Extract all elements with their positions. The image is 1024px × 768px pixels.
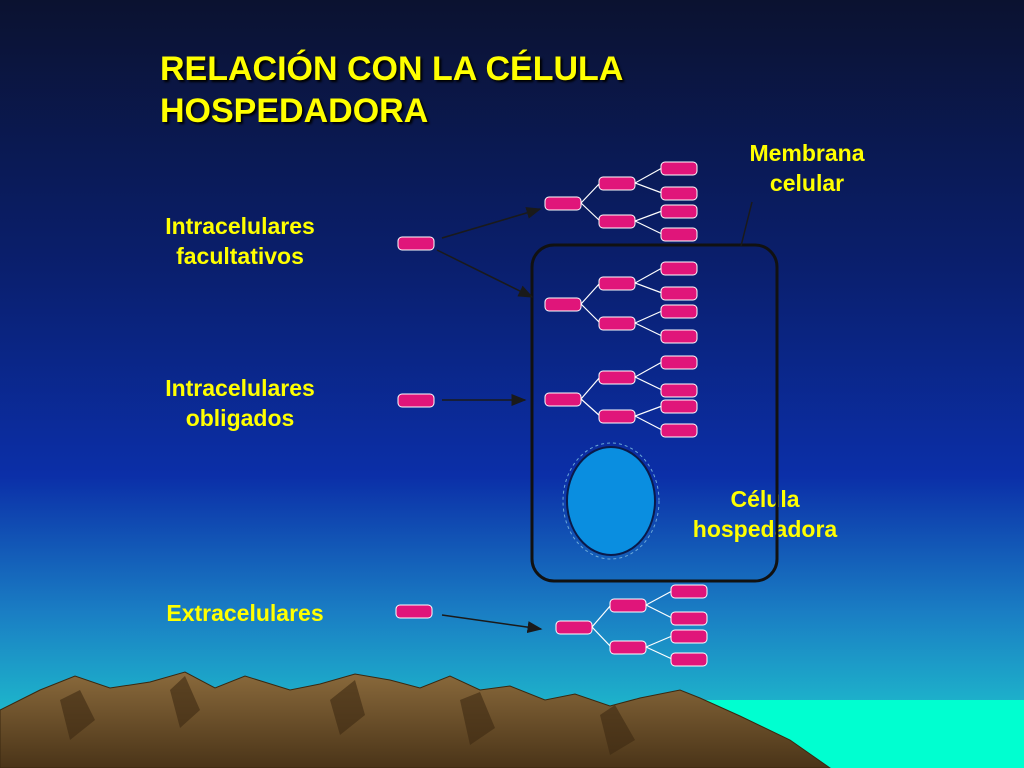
label-celula-line-1: Célula [730, 486, 800, 512]
title-line-2: HOSPEDADORA [160, 92, 429, 130]
bacterium [660, 329, 698, 344]
host-cell [530, 243, 779, 583]
bacteria-tree-extracelulares [591, 590, 673, 660]
bacterium [670, 584, 708, 599]
bacterium [598, 370, 636, 385]
label-membrana-celular: Membrana celular [722, 138, 892, 198]
bacteria-cluster-obligados [544, 355, 698, 438]
label-facultativos-line-2: facultativos [176, 243, 304, 269]
bacterium [660, 227, 698, 242]
bacterium [660, 423, 698, 438]
bacterium [660, 286, 698, 301]
title-line-1: RELACIÓN CON LA CÉLULA [160, 50, 624, 88]
bacterium [660, 186, 698, 201]
bacteria-cluster-facultativos-inside [544, 261, 698, 344]
arrow-facultativos-inside [436, 249, 534, 298]
bacterium [660, 383, 698, 398]
bacterium [555, 620, 593, 635]
bacterium [670, 629, 708, 644]
bacterium-extracelular-source [395, 604, 433, 619]
bacterium [598, 409, 636, 424]
slide-title: RELACIÓN CON LA CÉLULA HOSPEDADORA [160, 48, 780, 132]
bacterium [660, 355, 698, 370]
label-extracelulares-text: Extracelulares [166, 600, 324, 626]
label-obligados-line-1: Intracelulares [165, 375, 315, 401]
bacterium [670, 652, 708, 667]
bacterium [660, 304, 698, 319]
bacterium [660, 204, 698, 219]
bacteria-tree-facultativos-inside [580, 267, 663, 337]
arrow-facultativos-outside [441, 207, 542, 239]
bacteria-cluster-facultativos-outside [544, 161, 698, 242]
bacterium [660, 161, 698, 176]
bacterium-facultativo-source [397, 236, 435, 251]
bacterium [544, 392, 582, 407]
bacterium [609, 640, 647, 655]
label-membrana-line-2: celular [769, 170, 845, 196]
bacteria-tree-facultativos-outside [580, 167, 663, 235]
label-intracelulares-obligados: Intracelulares obligados [130, 373, 350, 433]
label-membrana-line-1: Membrana [749, 140, 865, 166]
bacterium [598, 276, 636, 291]
arrow-extracelulares [441, 614, 543, 634]
label-celula-hospedadora: Célula hospedadora [665, 484, 865, 544]
label-facultativos-line-1: Intracelulares [165, 213, 315, 239]
bacterium [660, 399, 698, 414]
nucleus [566, 446, 656, 556]
bacterium [660, 261, 698, 276]
bacterium [544, 196, 582, 211]
nucleus-outline [562, 442, 660, 560]
bacterium [598, 214, 636, 229]
bacteria-tree-obligados [580, 361, 663, 431]
membrane-pointer-line [740, 201, 753, 247]
bacteria-cluster-extracelulares [555, 584, 708, 667]
bacterium [670, 611, 708, 626]
label-obligados-line-2: obligados [185, 405, 295, 431]
bacterium [609, 598, 647, 613]
label-celula-line-2: hospedadora [692, 516, 838, 542]
label-extracelulares: Extracelulares [130, 598, 360, 628]
bacterium [598, 316, 636, 331]
label-intracelulares-facultativos: Intracelulares facultativos [130, 211, 350, 271]
bacterium [544, 297, 582, 312]
bacterium-obligado-source [397, 393, 435, 408]
bacterium [598, 176, 636, 191]
